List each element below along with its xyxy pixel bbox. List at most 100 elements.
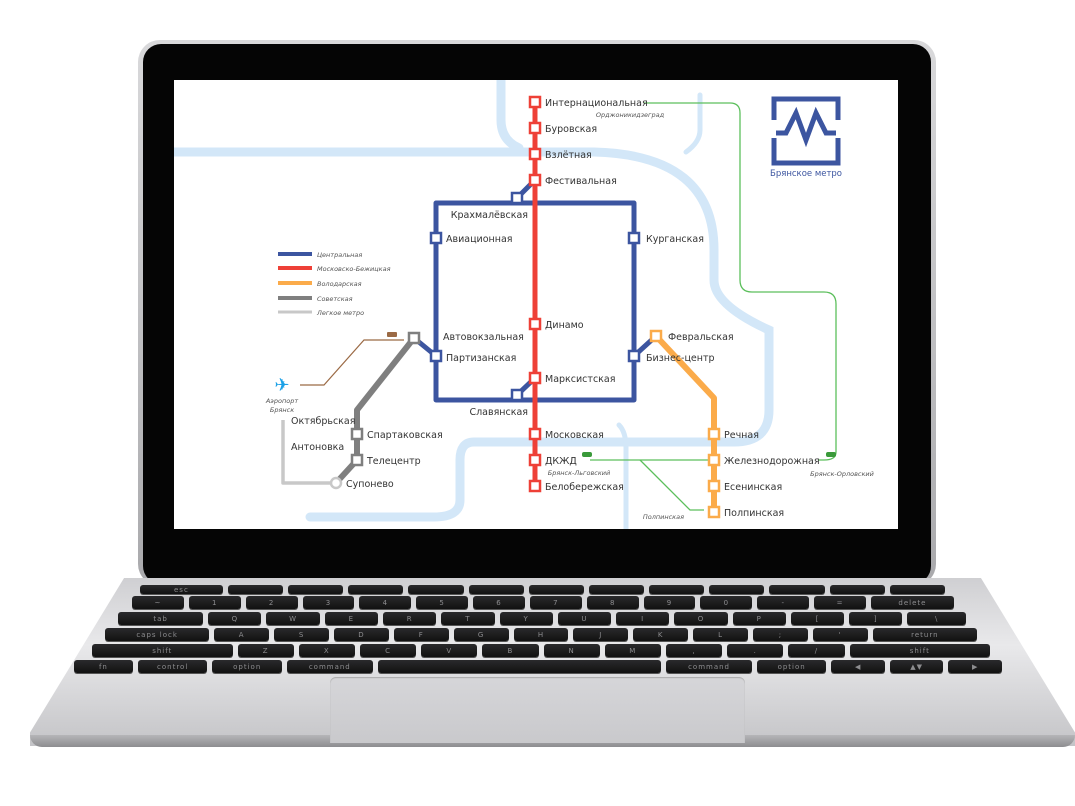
key[interactable]: esc <box>140 585 223 594</box>
key[interactable]: option <box>756 660 827 673</box>
station-label: Авиационная <box>446 234 513 245</box>
line-light <box>281 420 336 485</box>
key[interactable]: = <box>814 596 866 609</box>
key[interactable]: O <box>674 612 728 625</box>
key[interactable] <box>377 660 662 673</box>
key[interactable] <box>829 585 885 594</box>
station-label: Супонево <box>346 479 394 490</box>
station-label: Партизанская <box>446 353 516 364</box>
key[interactable]: . <box>727 644 784 657</box>
key[interactable]: U <box>557 612 612 625</box>
key[interactable]: - <box>757 596 810 609</box>
key[interactable] <box>227 585 283 594</box>
trackpad[interactable] <box>330 677 745 743</box>
key[interactable]: Y <box>499 612 553 625</box>
key[interactable]: A <box>214 628 270 641</box>
key[interactable]: H <box>513 628 569 641</box>
line-central <box>433 200 637 403</box>
legend-label: Московско-Бежицкая <box>317 265 391 273</box>
key[interactable]: 0 <box>700 596 753 609</box>
station-label: Антоновка <box>291 442 344 453</box>
key[interactable]: X <box>298 644 355 657</box>
key[interactable]: ◀ <box>831 660 885 673</box>
key[interactable]: 9 <box>643 596 696 609</box>
key[interactable] <box>769 585 825 594</box>
key[interactable] <box>649 585 705 594</box>
key[interactable]: 3 <box>302 596 355 609</box>
key[interactable]: S <box>274 628 329 641</box>
station-label: Взлётная <box>545 150 592 161</box>
key[interactable]: caps lock <box>105 628 210 641</box>
key[interactable]: ] <box>849 612 903 625</box>
key[interactable]: fn <box>74 660 133 673</box>
river-main <box>174 147 774 522</box>
key[interactable]: 1 <box>188 596 241 609</box>
key[interactable] <box>287 585 344 594</box>
key[interactable]: delete <box>870 596 954 609</box>
key[interactable]: G <box>453 628 509 641</box>
key[interactable]: tab <box>118 612 204 625</box>
key[interactable]: command <box>666 660 752 673</box>
key[interactable]: Z <box>237 644 294 657</box>
station-markers <box>329 95 721 519</box>
key[interactable]: D <box>333 628 389 641</box>
key[interactable]: R <box>383 612 437 625</box>
key[interactable]: C <box>359 644 417 657</box>
key[interactable]: command <box>286 660 373 673</box>
key[interactable]: ▲▼ <box>889 660 944 673</box>
key[interactable]: E <box>324 612 379 625</box>
key[interactable]: return <box>872 628 977 641</box>
key[interactable]: Q <box>208 612 262 625</box>
station-label: Телецентр <box>366 456 421 467</box>
bus-icon <box>387 332 397 337</box>
brand-logo: Брянское метро <box>770 96 842 179</box>
legend-label: Советская <box>317 295 353 303</box>
key[interactable]: 6 <box>473 596 525 609</box>
key[interactable]: ▶ <box>948 660 1002 673</box>
key[interactable]: J <box>573 628 629 641</box>
key[interactable]: , <box>665 644 723 657</box>
key[interactable]: I <box>616 612 670 625</box>
key[interactable]: N <box>543 644 600 657</box>
station-label: Буровская <box>545 124 597 135</box>
key[interactable]: K <box>633 628 689 641</box>
key[interactable]: ' <box>812 628 868 641</box>
key[interactable] <box>468 585 524 594</box>
train-icon <box>582 452 592 457</box>
key[interactable]: shift <box>849 644 991 657</box>
key[interactable]: ~ <box>132 596 184 609</box>
rivers <box>174 80 774 529</box>
key[interactable] <box>709 585 765 594</box>
key[interactable]: 4 <box>359 596 412 609</box>
station-label: Речная <box>724 430 759 441</box>
key[interactable]: T <box>441 612 495 625</box>
key[interactable]: ; <box>752 628 808 641</box>
key[interactable]: 8 <box>586 596 639 609</box>
key[interactable]: V <box>421 644 478 657</box>
key[interactable]: 5 <box>416 596 469 609</box>
key[interactable]: [ <box>790 612 845 625</box>
station-label: Белобережская <box>545 482 624 493</box>
airport-line <box>300 339 404 386</box>
key[interactable]: shift <box>92 644 233 657</box>
key[interactable]: 7 <box>529 596 582 609</box>
key[interactable]: F <box>393 628 449 641</box>
key[interactable]: option <box>212 660 282 673</box>
key[interactable]: control <box>137 660 208 673</box>
key[interactable]: 2 <box>245 596 298 609</box>
key[interactable] <box>528 585 584 594</box>
key[interactable] <box>408 585 464 594</box>
key[interactable]: M <box>604 644 661 657</box>
key[interactable] <box>348 585 404 594</box>
key[interactable] <box>889 585 946 594</box>
key[interactable]: L <box>693 628 748 641</box>
key[interactable]: \ <box>907 612 966 625</box>
key[interactable] <box>588 585 645 594</box>
station-label: Февральская <box>668 332 734 343</box>
station-label: Динамо <box>545 320 584 331</box>
key[interactable]: W <box>266 612 320 625</box>
key[interactable]: / <box>788 644 845 657</box>
key[interactable]: B <box>482 644 539 657</box>
key[interactable]: P <box>732 612 786 625</box>
river-branch <box>616 422 629 529</box>
